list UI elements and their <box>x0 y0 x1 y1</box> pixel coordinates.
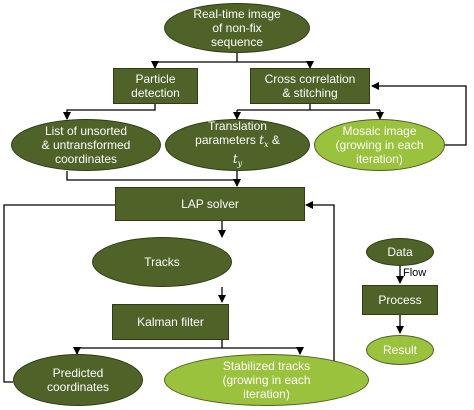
arrow-crosscorr-split <box>237 103 380 111</box>
node-list-coordinates: List of unsorted & untransformed coordin… <box>11 119 161 171</box>
arrow-kalman-split <box>77 340 300 349</box>
node-translation-parameters: Translation parameters tx & ty <box>165 119 310 171</box>
node-cross-correlation: Cross correlation & stitching <box>250 68 370 104</box>
node-mosaic-image: Mosaic image (growing in each iteration) <box>314 119 445 171</box>
node-tracks: Tracks <box>92 237 232 287</box>
arrow-list-merge <box>66 171 237 181</box>
node-lap-solver: LAP solver <box>115 187 305 221</box>
arrow-mosaic-feedback <box>371 82 467 146</box>
translation-line3: ty <box>233 152 242 171</box>
ty-subscript: y <box>237 159 243 168</box>
arrow-realtime-split <box>155 52 310 63</box>
arrow-predicted-feedback <box>3 201 151 383</box>
translation-amp: & <box>268 133 280 147</box>
arrow-particle-list <box>63 103 156 120</box>
node-stabilized-tracks: Stabilized tracks (growing in each itera… <box>164 354 369 406</box>
legend-result: Result <box>366 335 434 365</box>
legend-data: Data <box>366 238 434 266</box>
node-kalman-filter: Kalman filter <box>112 304 229 340</box>
legend-process: Process <box>362 285 438 315</box>
node-particle-detection: Particle detection <box>113 68 198 104</box>
arrow-stabilized-feedback <box>305 201 367 383</box>
translation-prefix: parameters <box>195 133 260 147</box>
translation-line1: Translation <box>208 119 267 133</box>
translation-line2: parameters tx & <box>195 133 280 152</box>
ty-variable: t <box>232 152 238 166</box>
legend-flow-label: Flow <box>403 267 427 279</box>
tx-variable: t <box>259 133 264 147</box>
node-predicted-coordinates: Predicted coordinates <box>13 354 143 406</box>
node-realtime-image: Real-time image of non-fix sequence <box>164 3 310 53</box>
tx-subscript: x <box>264 140 269 149</box>
